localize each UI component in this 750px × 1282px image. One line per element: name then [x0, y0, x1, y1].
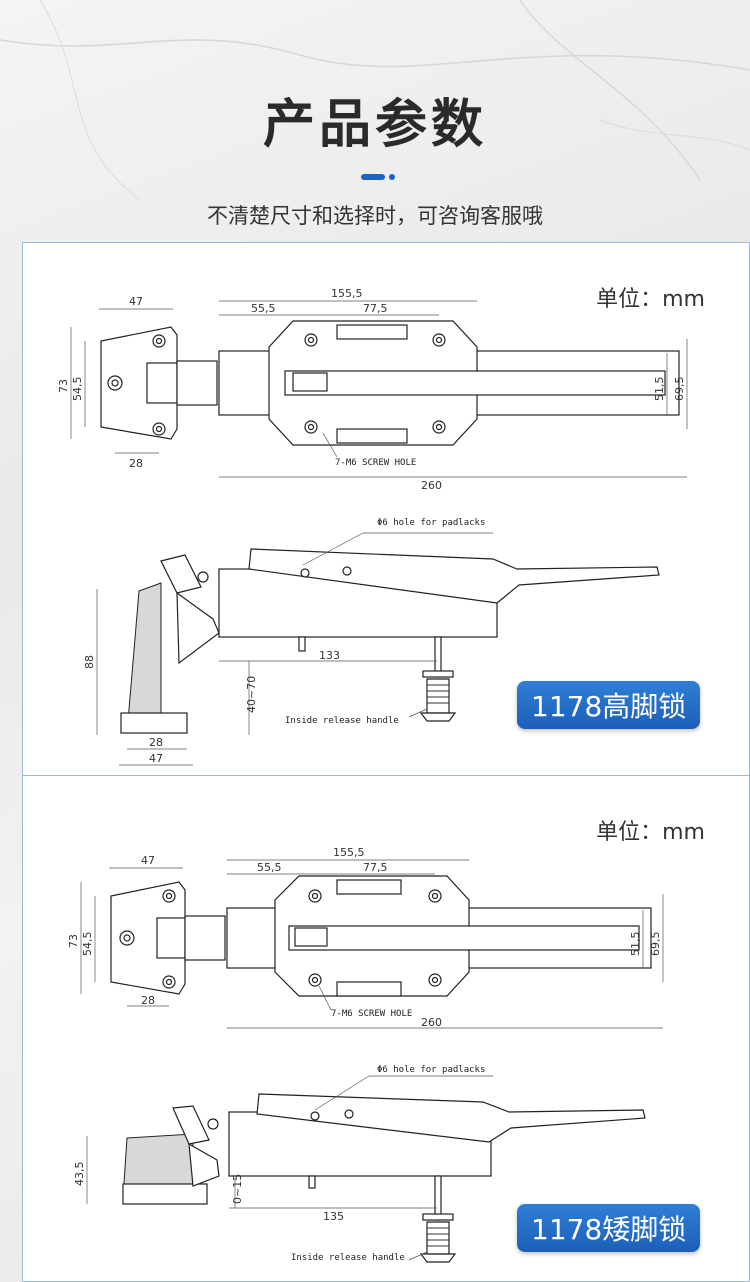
dim-133: 133 — [319, 649, 340, 662]
dim-28: 28 — [141, 994, 155, 1007]
title-accent-dot — [389, 174, 395, 180]
screw-hole-note: 7-M6 SCREW HOLE — [335, 458, 416, 468]
dim-base-47: 47 — [149, 752, 163, 765]
latch-body-top-view — [226, 875, 652, 997]
screw-hole-note: 7-M6 SCREW HOLE — [331, 1009, 412, 1019]
dimension-lines-side — [86, 1075, 493, 1261]
model-badge: 1178矮脚锁 — [517, 1204, 701, 1252]
release-handle-note: Inside release handle — [291, 1253, 405, 1263]
dim-73: 73 — [57, 379, 70, 393]
hinge-plate-top-view — [100, 326, 218, 440]
drawing-high-foot: 47 155,5 55,5 77,5 73 54,5 28 51,5 69,5 … — [57, 287, 688, 766]
latch-side-view — [120, 548, 660, 734]
dimension-lines-side — [96, 532, 493, 766]
dimension-lines-top — [80, 859, 664, 1029]
dim-135: 135 — [323, 1210, 344, 1223]
release-handle-note: Inside release handle — [285, 716, 399, 726]
dim-base-28: 28 — [149, 736, 163, 749]
dim-51-5: 51,5 — [653, 377, 666, 402]
page-title: 产品参数 — [262, 95, 487, 155]
dim-47: 47 — [141, 854, 155, 867]
page-subtitle: 不清楚尺寸和选择时，可咨询客服哦 — [207, 204, 543, 228]
dim-260: 260 — [421, 479, 442, 492]
dim-55-5: 55,5 — [257, 861, 282, 874]
dim-0-15: 0~15 — [231, 1174, 244, 1204]
padlock-hole-note: Φ6 hole for padlacks — [377, 1065, 485, 1075]
dim-69-5: 69,5 — [649, 932, 662, 957]
spec-panel-low-foot: 单位：mm — [22, 775, 750, 1282]
dimension-lines-top — [70, 300, 688, 478]
dim-54-5: 54,5 — [81, 932, 94, 957]
dim-155-5: 155,5 — [331, 287, 363, 300]
dim-77-5: 77,5 — [363, 861, 388, 874]
dim-69-5: 69,5 — [673, 377, 686, 402]
dim-155-5: 155,5 — [333, 846, 365, 859]
unit-label: 单位：mm — [596, 287, 705, 312]
dim-55-5: 55,5 — [251, 302, 276, 315]
unit-label: 单位：mm — [596, 820, 705, 845]
title-accent-bar — [361, 174, 385, 180]
padlock-hole-note: Φ6 hole for padlacks — [377, 518, 485, 528]
hinge-plate-top-view — [110, 881, 226, 995]
drawing-low-foot: 47 155,5 55,5 77,5 73 54,5 28 51,5 69,5 … — [67, 846, 664, 1263]
dim-260: 260 — [421, 1016, 442, 1029]
dim-88: 88 — [83, 655, 96, 669]
model-badge: 1178高脚锁 — [517, 681, 701, 729]
dim-77-5: 77,5 — [363, 302, 388, 315]
latch-body-top-view — [218, 320, 680, 446]
dim-28: 28 — [129, 457, 143, 470]
dim-54-5: 54,5 — [71, 377, 84, 402]
dim-73: 73 — [67, 934, 80, 948]
dim-47: 47 — [129, 295, 143, 308]
dim-40-70: 40~70 — [245, 676, 258, 713]
dim-43-5: 43,5 — [73, 1162, 86, 1187]
latch-side-view — [122, 1093, 646, 1263]
dim-51-5: 51,5 — [629, 932, 642, 957]
spec-panel-high-foot: 单位：mm — [22, 242, 750, 776]
